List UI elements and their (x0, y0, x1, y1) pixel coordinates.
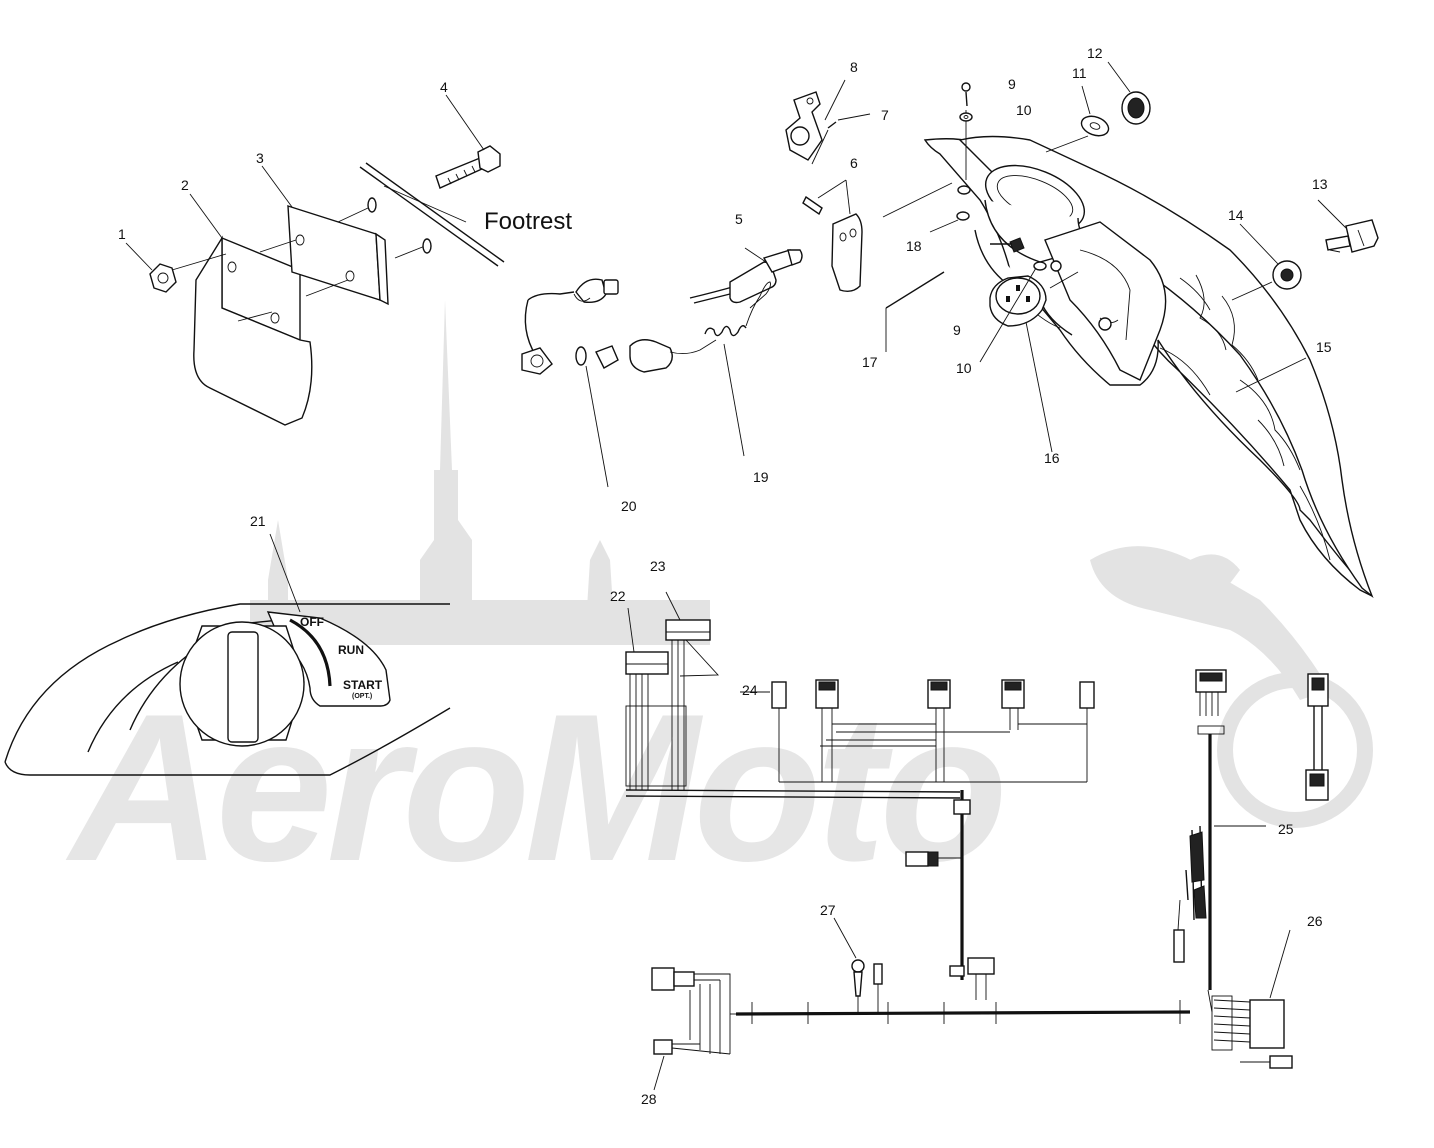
fender-assembly (882, 61, 1379, 599)
switch-run-label: RUN (338, 643, 364, 657)
callout-16: 16 (1044, 450, 1060, 466)
callout-15: 15 (1316, 339, 1332, 355)
callout-28: 28 (641, 1091, 657, 1107)
callout-6: 6 (850, 155, 858, 171)
kill-switch-assembly (689, 79, 871, 304)
callout-2: 2 (181, 177, 189, 193)
callout-9-top: 9 (1008, 76, 1016, 92)
callout-24: 24 (742, 682, 758, 698)
callout-18: 18 (906, 238, 922, 254)
callout-13: 13 (1312, 176, 1328, 192)
callout-19: 19 (753, 469, 769, 485)
callout-1: 1 (118, 226, 126, 242)
callout-26: 26 (1307, 913, 1323, 929)
switch-opt-label: (OPT.) (352, 693, 372, 700)
callout-numbers: 1 2 3 4 5 6 7 8 9 10 11 12 13 14 15 16 1… (118, 45, 1332, 1107)
callout-10-top: 10 (1016, 102, 1032, 118)
footrest-assembly: Footrest (125, 94, 572, 426)
callout-12: 12 (1087, 45, 1103, 61)
callout-8: 8 (850, 59, 858, 75)
callout-27: 27 (820, 902, 836, 918)
callout-20: 20 (621, 498, 637, 514)
callout-21: 21 (250, 513, 266, 529)
callout-22: 22 (610, 588, 626, 604)
switch-panel: OFF RUN START (OPT.) (4, 533, 451, 776)
switch-off-label: OFF (300, 615, 324, 629)
callout-9-lower: 9 (953, 322, 961, 338)
callout-14: 14 (1228, 207, 1244, 223)
switch-start-label: START (343, 678, 383, 692)
wiring-harness (625, 591, 1329, 1091)
callout-10-lower: 10 (956, 360, 972, 376)
callout-4: 4 (440, 79, 448, 95)
callout-5: 5 (735, 211, 743, 227)
callout-3: 3 (256, 150, 264, 166)
callout-25: 25 (1278, 821, 1294, 837)
callout-7: 7 (881, 107, 889, 123)
footrest-label: Footrest (484, 208, 572, 235)
callout-23: 23 (650, 558, 666, 574)
callout-17: 17 (862, 354, 878, 370)
tether-assembly (521, 278, 771, 488)
callout-11: 11 (1072, 65, 1087, 81)
